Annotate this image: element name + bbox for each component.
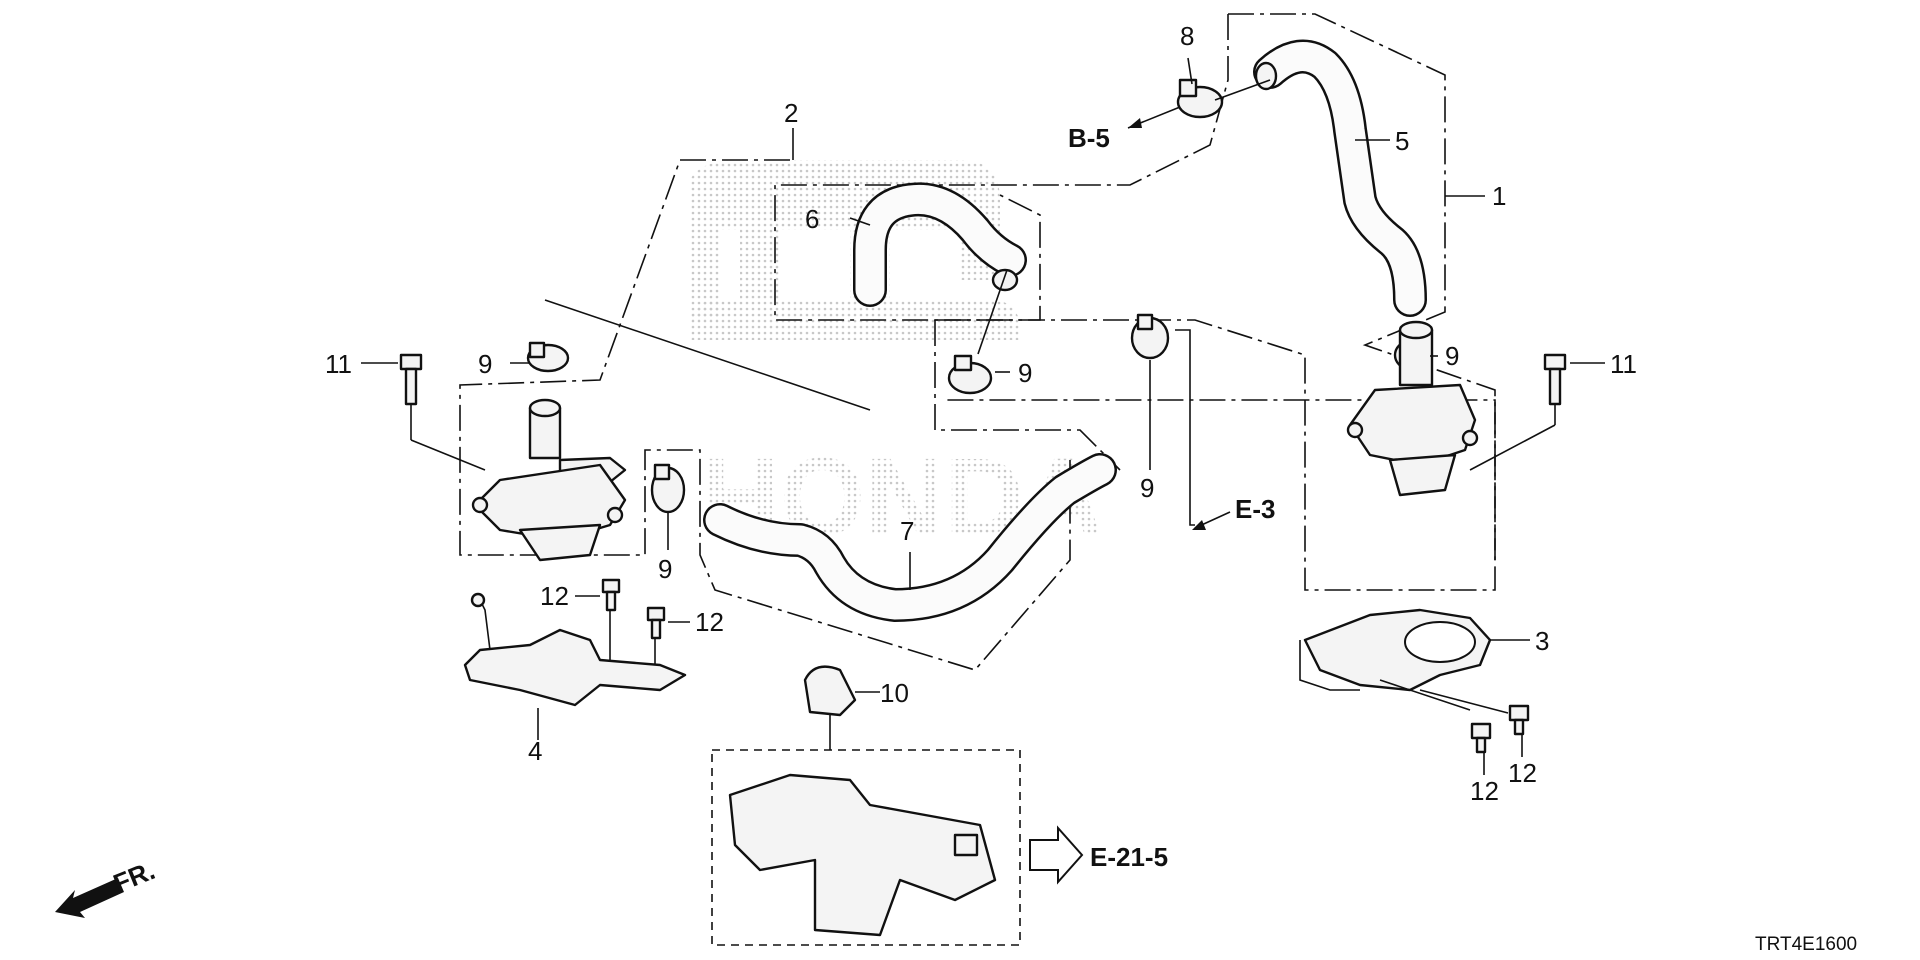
ref-arrow-b5 [1127,106,1181,129]
ref-e3-label[interactable]: E-3 [1235,494,1275,524]
callout-12-a: 12 [540,581,569,611]
bracket-3 [1299,608,1492,692]
callout-9-left: 9 [478,349,492,379]
callout-3: 3 [1535,626,1549,656]
hose-5 [1253,39,1427,317]
callout-9-far-right: 9 [1445,341,1459,371]
clamp-9-right [1130,313,1170,360]
bolt-12-b [646,606,666,640]
callout-1: 1 [1492,181,1506,211]
group-outline-hose-7a [934,320,1121,471]
callout-5: 5 [1395,126,1409,156]
group-outline-pump-right [935,319,1496,591]
bolt-11-right [1543,353,1567,406]
callout-9-lower: 9 [658,554,672,584]
callouts: 1 2 3 4 5 6 7 8 9 9 9 9 9 10 11 11 12 12… [325,21,1637,806]
bolt-11-left [399,353,423,406]
group-outline-2 [459,159,1071,671]
callout-11-right: 11 [1610,349,1637,379]
bolt-12-d [1508,704,1530,736]
diagram-code: TRT4E1600 [1755,934,1857,955]
bolt-12-a [601,578,621,612]
callout-12-d: 12 [1508,758,1537,788]
callout-4: 4 [528,736,542,766]
callout-2: 2 [784,98,798,128]
callout-9-center: 9 [1018,358,1032,388]
callout-10: 10 [880,678,909,708]
leader-lines [361,57,1605,775]
bracket-4 [463,592,687,707]
front-arrow-icon: FR. [55,855,159,918]
water-pump-right [1346,320,1479,497]
clamp-9-lower [650,463,686,514]
ref-b5-label[interactable]: B-5 [1068,123,1110,153]
group-outline-pump-left [544,299,871,411]
bracket-e21-5 [728,773,997,937]
ref-arrow-e3 [1175,329,1231,530]
water-pump-left [471,398,627,562]
callout-7: 7 [900,516,914,546]
callout-11-left: 11 [325,349,352,379]
hose-7 [703,453,1117,622]
clip-10 [803,665,857,717]
bolt-12-c [1470,722,1492,754]
e21-5-box [711,749,1021,946]
hose-6 [853,182,1027,307]
ref-e21-5-label[interactable]: E-21-5 [1090,842,1168,872]
ref-arrow-e21-5[interactable] [1029,825,1084,885]
callout-9-right: 9 [1140,473,1154,503]
callout-12-b: 12 [695,607,724,637]
callout-6: 6 [805,204,819,234]
clamp-8 [1176,78,1224,119]
clamp-9-center [947,354,993,395]
callout-12-c: 12 [1470,776,1499,806]
callout-8: 8 [1180,21,1194,51]
clamp-9-left [526,341,570,373]
group-outline-1 [1228,13,1496,560]
